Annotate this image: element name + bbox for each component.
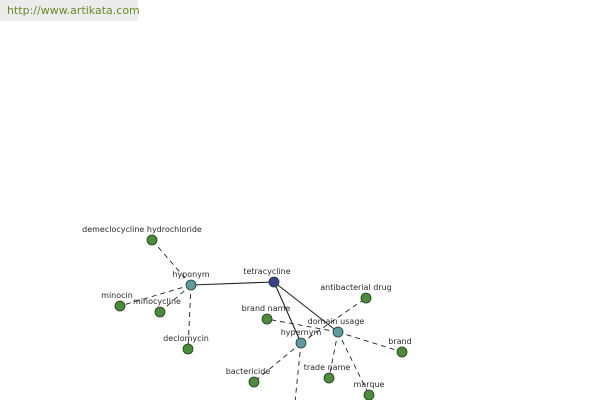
edge-hyponym-declomycin <box>187 284 192 350</box>
node-marker[interactable] <box>396 346 408 358</box>
node-label[interactable]: brand <box>388 337 411 346</box>
node-label[interactable]: hyponym <box>172 270 210 279</box>
url-banner[interactable]: http://www.artikata.com <box>0 0 140 21</box>
edge-hypernym-offscreen <box>294 342 302 400</box>
node-label[interactable]: domain usage <box>308 317 365 326</box>
node-label[interactable]: declomycin <box>163 334 209 343</box>
node-marker[interactable] <box>261 313 273 325</box>
node-hypernym[interactable]: hypernym <box>281 328 322 349</box>
node-label[interactable]: brand name <box>242 304 291 313</box>
edge-hypernym-bactericide <box>253 342 302 383</box>
node-brand-name[interactable]: brand name <box>242 304 291 325</box>
node-marker[interactable] <box>182 343 194 355</box>
node-marque[interactable]: marque <box>354 380 385 400</box>
node-label[interactable]: minocin <box>101 291 133 300</box>
node-antibacterial-drug[interactable]: antibacterial drug <box>320 283 392 304</box>
node-tetracycline[interactable]: tetracycline <box>243 267 291 288</box>
edge-domain-usage-marque <box>337 331 370 396</box>
node-marker[interactable] <box>323 372 335 384</box>
node-label[interactable]: marque <box>354 380 385 389</box>
node-minocin[interactable]: minocin <box>101 291 133 312</box>
node-label[interactable]: trade name <box>304 363 351 372</box>
node-marker[interactable] <box>185 279 197 291</box>
node-hyponym[interactable]: hyponym <box>172 270 210 291</box>
node-minocycline[interactable]: minocycline <box>133 297 181 318</box>
node-bactericide[interactable]: bactericide <box>226 367 271 388</box>
edge-tetracycline-hyponym <box>190 281 275 286</box>
edge-hypernym-antibacterial-drug <box>300 297 367 344</box>
node-marker[interactable] <box>360 292 372 304</box>
node-label[interactable]: bactericide <box>226 367 271 376</box>
edge-domain-usage-brand-name <box>266 318 339 333</box>
node-label[interactable]: minocycline <box>133 297 181 306</box>
node-demeclocycline[interactable]: demeclocycline hydrochloride <box>82 225 202 246</box>
node-label[interactable]: demeclocycline hydrochloride <box>82 225 202 234</box>
node-declomycin[interactable]: declomycin <box>163 334 209 355</box>
node-label[interactable]: antibacterial drug <box>320 283 391 292</box>
edge-hyponym-demeclocycline <box>151 239 192 286</box>
edge-hyponym-minocin <box>119 284 192 307</box>
edge-domain-usage-brand <box>337 331 403 353</box>
node-domain-usage[interactable]: domain usage <box>308 317 365 338</box>
nodes-layer: tetracycline hyponym hypernym domain usage d… <box>82 225 412 400</box>
node-marker[interactable] <box>268 276 280 288</box>
node-marker[interactable] <box>154 306 166 318</box>
node-marker[interactable] <box>332 326 344 338</box>
edge-tetracycline-hypernym <box>273 281 302 344</box>
edges-layer <box>119 239 403 400</box>
node-marker[interactable] <box>114 300 126 312</box>
edge-hyponym-minocycline <box>159 284 192 313</box>
node-brand[interactable]: brand <box>388 337 412 358</box>
node-label[interactable]: hypernym <box>281 328 322 337</box>
edge-domain-usage-trade-name <box>328 331 339 379</box>
node-marker[interactable] <box>146 234 158 246</box>
node-marker[interactable] <box>363 389 375 400</box>
edge-tetracycline-domain-usage <box>273 281 339 333</box>
node-label[interactable]: tetracycline <box>243 267 290 276</box>
node-trade-name[interactable]: trade name <box>304 363 351 384</box>
node-marker[interactable] <box>248 376 260 388</box>
node-marker[interactable] <box>295 337 307 349</box>
